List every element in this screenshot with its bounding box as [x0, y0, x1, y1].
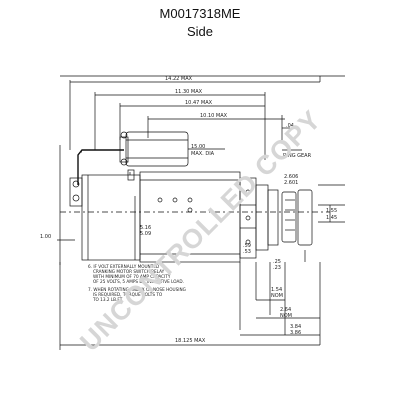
- dim-155-label: 1.55: [326, 208, 337, 214]
- dim-154-nom-label: NOM: [271, 293, 283, 299]
- dim-25-label: .25: [273, 259, 281, 265]
- drive-pinion: [281, 191, 297, 243]
- overall-length-label: 14.22 MAX: [165, 76, 193, 82]
- dim-154-label: 1.54: [271, 287, 282, 293]
- part-number-title: M0017318ME: [159, 6, 241, 21]
- motor-frame: [81, 174, 141, 261]
- note-line-4: OF 25 VOLTS, 5 AMPS DC INDUCTIVE LOAD.: [93, 279, 184, 284]
- dim-264-nom-label: NOM: [280, 313, 292, 319]
- dim-386-label: 3.86: [290, 330, 301, 336]
- dim-516-label: 5.16: [140, 225, 151, 231]
- terminal-block: [69, 177, 83, 207]
- diameter-label: 15.00: [191, 144, 205, 150]
- dim-2601-label: 2.601: [284, 180, 298, 186]
- bottom-length-label: 18.125 MAX: [175, 338, 206, 344]
- watermark-text: UNCONTROLLED COPY: [74, 104, 327, 357]
- dim-1047-label: 10.47 MAX: [185, 100, 213, 106]
- dim-1130-label: 11.30 MAX: [175, 89, 203, 95]
- dim-23-label: .23: [273, 265, 281, 271]
- note-line-7: TO 13.2 LB.FT.: [92, 297, 123, 302]
- view-label: Side: [186, 24, 214, 39]
- dim-384-label: 3.84: [290, 324, 301, 330]
- dim-145-label: 1.45: [326, 215, 337, 221]
- dim-509-label: 5.09: [140, 231, 151, 237]
- note-line-2: CRANKING MOTOR SWITCH RELAY: [93, 269, 165, 274]
- dim-264-label: 2.64: [280, 307, 291, 313]
- note-line-1: 6. IF VOLT EXTERNALLY MOUNTED: [88, 264, 159, 269]
- dim-53-label: .53: [243, 249, 251, 255]
- solenoid-body: [125, 131, 189, 167]
- note-line-5: 7. WHEN ROTATING, INDEX OF NOSE HOUSING: [88, 287, 186, 292]
- dim-100-label: 1.00: [40, 234, 51, 240]
- connecting-wire: [77, 149, 124, 185]
- dim-2606-label: 2.606: [284, 174, 298, 180]
- dim-1010-label: 10.10 MAX: [200, 113, 228, 119]
- note-line-3: WITH MINIMUM OF 70 AMP CAPACITY: [93, 274, 171, 279]
- note-line-6: IS REQUIRED, TORQUE BOLTS TO: [93, 292, 163, 297]
- diameter-max-label: MAX. DIA: [191, 151, 215, 157]
- dim-59-label: .59: [243, 243, 251, 249]
- ring-gear-label: RING GEAR: [283, 153, 312, 159]
- small-dim-label: .04: [286, 123, 294, 129]
